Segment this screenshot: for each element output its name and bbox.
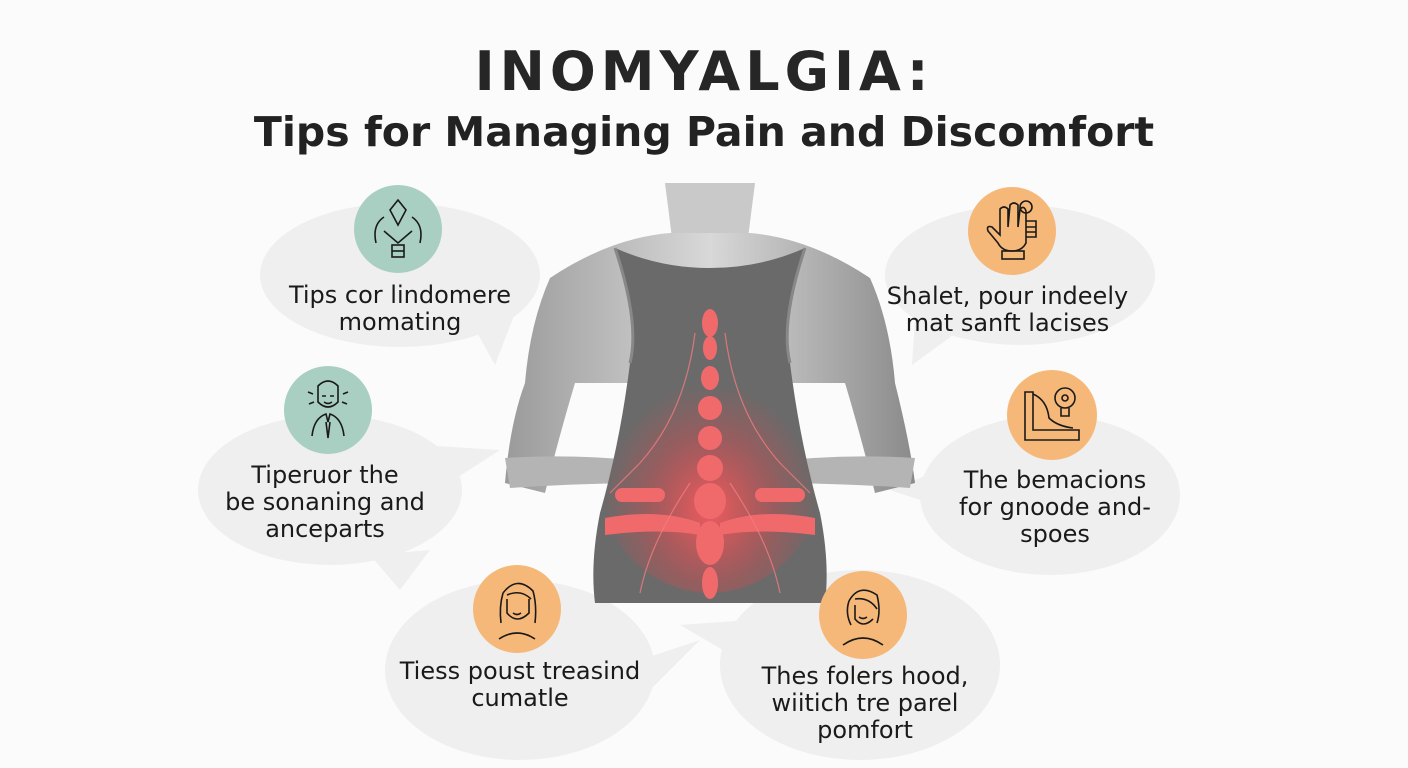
person-relaxing-icon	[284, 366, 372, 454]
tip-text-5: The bemacions for gnoode and- spoes	[959, 466, 1151, 548]
woman-face-icon	[473, 565, 561, 653]
back-pain-figure	[490, 183, 930, 603]
page-subtitle: Tips for Managing Pain and Discomfort	[253, 108, 1155, 156]
woman-face-icon	[819, 571, 907, 659]
lightbulb-posture-icon	[1007, 370, 1097, 460]
tip-text-2: Tiperuor the be sonaning and anceparts	[225, 461, 425, 543]
tip-text-6: Thes folers hood, wiitich tre parel pomf…	[761, 662, 969, 744]
hand-massage-icon	[968, 187, 1056, 275]
person-stress-icon	[354, 185, 442, 273]
page-title: INOMYALGIA:	[474, 40, 934, 103]
tip-text-1: Tips cor lindomere momating	[288, 281, 512, 336]
tip-text-3: Tiess poust treasind cumatle	[399, 657, 641, 712]
tip-text-4: Shalet, pour indeely mat sanft lacises	[886, 282, 1129, 337]
